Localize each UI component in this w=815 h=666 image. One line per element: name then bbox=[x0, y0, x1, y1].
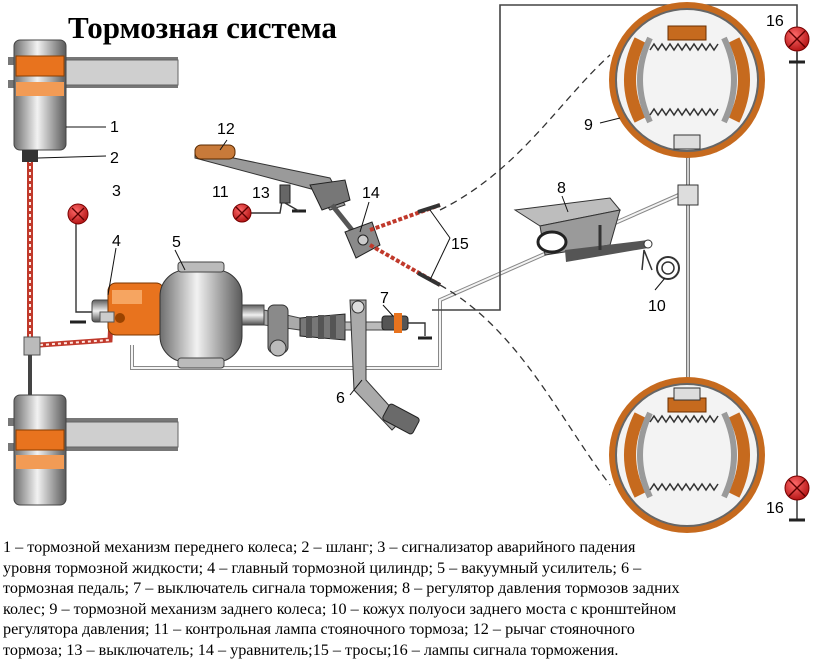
master-cylinder bbox=[91, 282, 165, 336]
brake-light-switch bbox=[381, 313, 409, 333]
parking-brake-lamp-icon bbox=[232, 203, 252, 223]
diagram-title: Тормозная система bbox=[68, 10, 337, 45]
legend-line: 1 – тормозной механизм переднего колеса;… bbox=[3, 538, 636, 556]
axle-bracket bbox=[641, 239, 680, 280]
legend-line: уровня тормозной жидкости; 4 – главный т… bbox=[3, 558, 642, 577]
label-15: 15 bbox=[451, 236, 469, 253]
label-10: 10 bbox=[648, 298, 666, 315]
label-13: 13 bbox=[252, 185, 270, 202]
label-9: 9 bbox=[584, 117, 593, 134]
handbrake-lever bbox=[194, 144, 362, 242]
brake-light-lamp-lower-icon bbox=[784, 475, 810, 501]
label-8: 8 bbox=[557, 180, 566, 197]
label-1: 1 bbox=[110, 119, 119, 136]
brake-light-lamp-upper-icon bbox=[784, 26, 810, 52]
pressure-regulator bbox=[513, 184, 699, 262]
equalizer bbox=[344, 203, 441, 287]
legend-caption: 1 – тормозной механизм переднего колеса;… bbox=[3, 537, 813, 661]
front-brake-upper bbox=[8, 39, 179, 162]
label-5: 5 bbox=[172, 234, 181, 251]
label-14: 14 bbox=[362, 185, 380, 202]
callout-labels: 1 2 3 4 5 6 7 8 9 10 11 12 13 14 15 16 1… bbox=[110, 13, 784, 517]
label-11: 11 bbox=[212, 184, 229, 201]
label-12: 12 bbox=[217, 121, 235, 138]
rear-brake-upper bbox=[609, 2, 765, 158]
legend-line: колес; 9 – тормозной механизм заднего ко… bbox=[3, 599, 677, 618]
front-brake-lower bbox=[8, 394, 179, 506]
label-2: 2 bbox=[110, 150, 119, 167]
label-4: 4 bbox=[112, 233, 121, 250]
rear-brake-lower bbox=[609, 377, 765, 533]
label-16-lower: 16 bbox=[766, 500, 784, 517]
fluid-level-lamp-icon bbox=[67, 203, 89, 225]
label-3: 3 bbox=[112, 183, 121, 200]
label-7: 7 bbox=[380, 290, 389, 307]
label-16-upper: 16 bbox=[766, 13, 784, 30]
warning-lamps bbox=[67, 26, 810, 501]
handbrake-switch bbox=[279, 184, 300, 212]
legend-line: тормоза; 13 – выключатель; 14 – уравните… bbox=[3, 640, 619, 659]
legend-line: регулятора давления; 11 – контрольная ла… bbox=[3, 620, 635, 639]
legend-line: тормозная педаль; 7 – выключатель сигнал… bbox=[3, 579, 680, 598]
front-hose bbox=[23, 160, 115, 395]
leader-lines bbox=[37, 117, 666, 396]
label-6: 6 bbox=[336, 390, 345, 407]
